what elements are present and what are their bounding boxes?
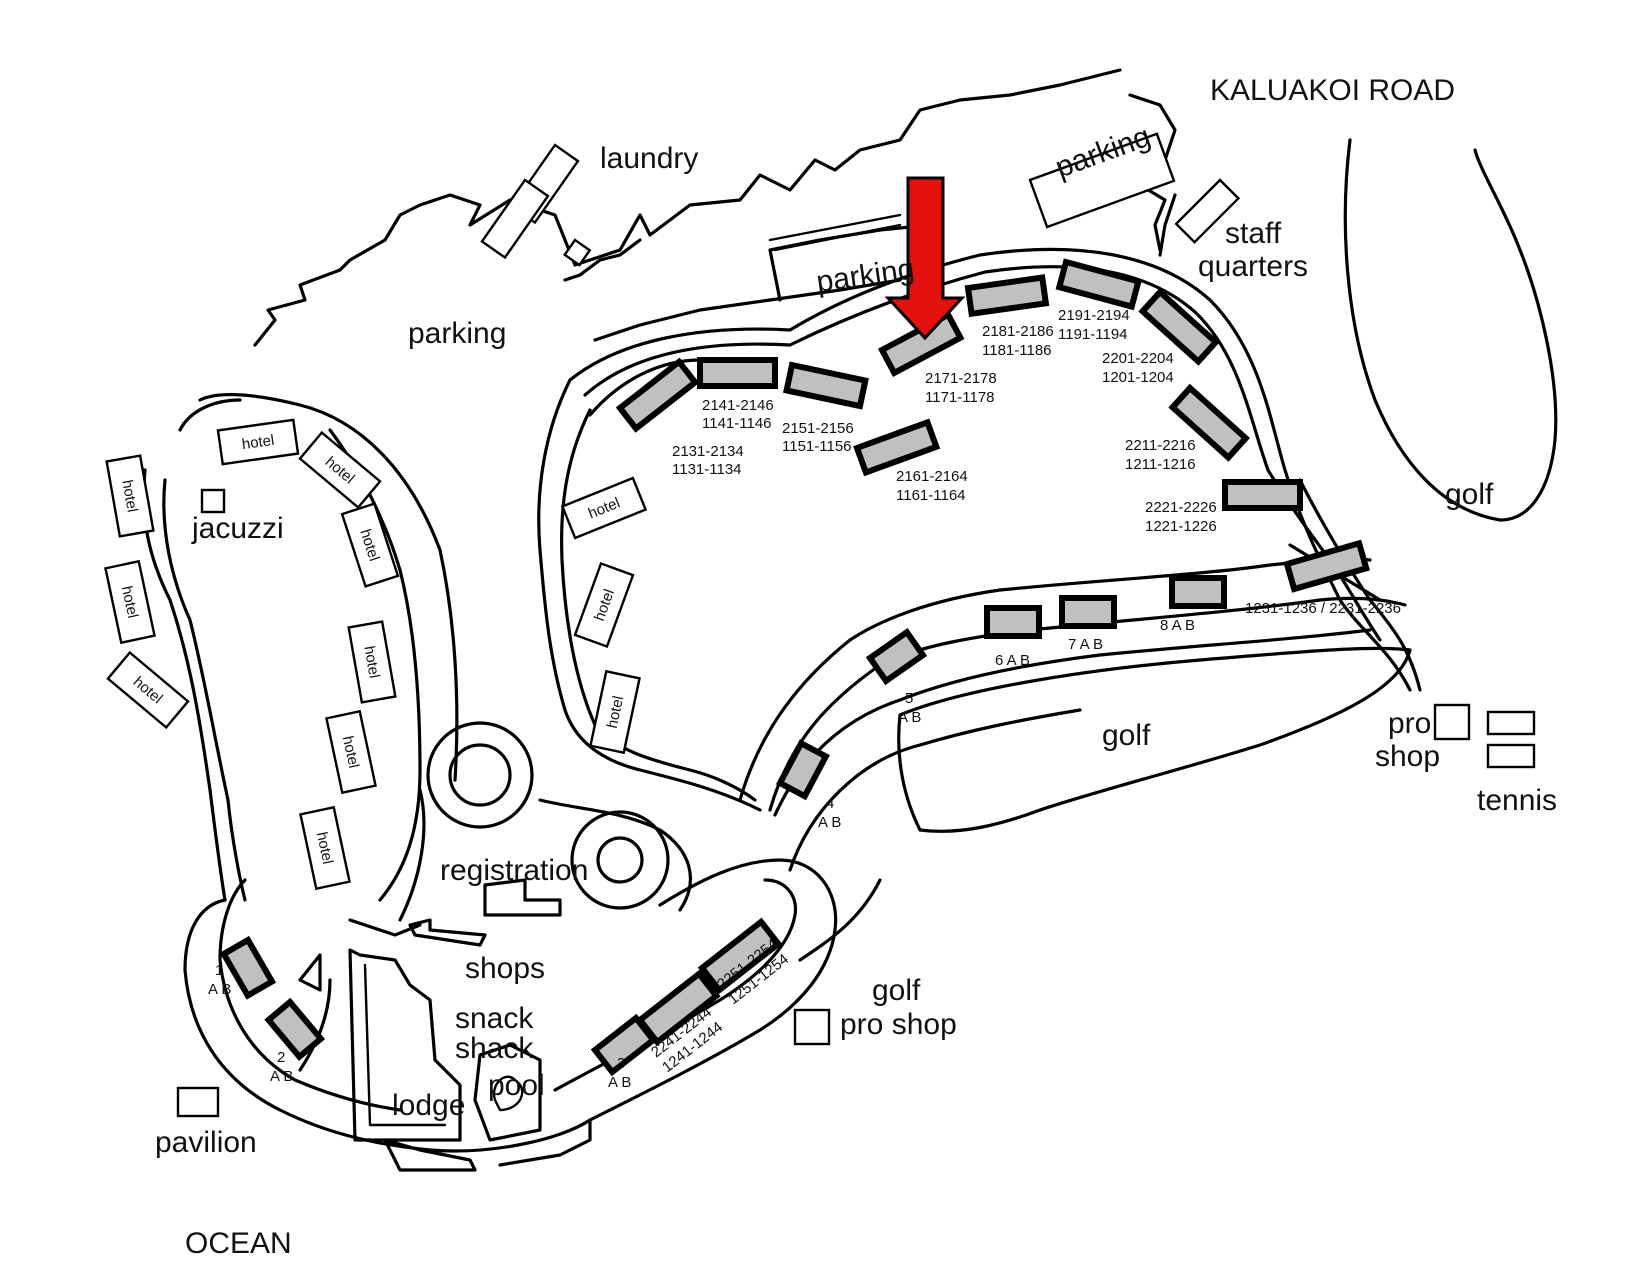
unit-label: 1201-1204 (1102, 369, 1174, 386)
parking-top-right-lot (1028, 132, 1176, 229)
tennis-label: tennis (1477, 784, 1557, 817)
unit-label: 2191-2194 (1058, 307, 1130, 324)
jacuzzi-label: jacuzzi (191, 512, 284, 545)
road-name: KALUAKOI ROAD (1210, 74, 1455, 107)
unit-label: A B (898, 709, 921, 726)
ocean-label: OCEAN (185, 1227, 292, 1260)
unit-label: 3 (617, 1055, 625, 1072)
unit-label: 2211-2216 (1125, 437, 1196, 454)
road-network (142, 68, 1558, 1172)
pro-label: pro (1388, 707, 1431, 740)
unit-label: A B (208, 981, 231, 998)
unit-label: 1221-1226 (1145, 518, 1217, 535)
golf-pro-shop-building (793, 1008, 831, 1046)
unit-label: 1211-1216 (1125, 456, 1196, 473)
unit-label: 1231-1236 / 2231-2236 (1245, 600, 1401, 617)
unit-label: 1191-1194 (1058, 326, 1128, 343)
golf-right-label: golf (1445, 478, 1494, 511)
location-arrow (884, 176, 966, 341)
quarters-label: quarters (1198, 250, 1308, 283)
unit-label: 7 A B (1068, 636, 1103, 653)
shop-label: shop (1375, 740, 1440, 773)
shack-label: shack (455, 1032, 534, 1065)
unit-label: 5 (905, 690, 913, 707)
unit-label: 2 (277, 1049, 285, 1066)
lodge-label: lodge (392, 1089, 465, 1122)
golf-center-label: golf (1102, 719, 1151, 752)
pool-label: pool (488, 1069, 545, 1102)
unit-label: A B (608, 1074, 631, 1091)
unit-label: 2221-2226 (1145, 499, 1217, 516)
unit-label: 2181-2186 (982, 323, 1054, 340)
unit-label: 2151-2156 (782, 420, 854, 437)
unit-label: 2141-2146 (702, 397, 774, 414)
staff-label: staff (1225, 217, 1282, 250)
unit-label: 8 A B (1160, 617, 1195, 634)
hotel-label: hotel (313, 830, 336, 865)
unit-label: 1 (215, 962, 223, 979)
golf-pro-shop-label-2: pro shop (840, 1008, 957, 1041)
laundry-label: laundry (600, 142, 698, 175)
unit-label: 4 (826, 795, 834, 812)
unit-label: 2201-2204 (1102, 350, 1174, 367)
registration-label: registration (440, 854, 588, 887)
golf-pro-shop-label-1: golf (872, 974, 921, 1007)
unit-label: 2171-2178 (925, 370, 997, 387)
unit-label: 6 A B (995, 652, 1030, 669)
hotel-buildings: hotel hotel hotel hotel hotel hotel hote… (104, 418, 648, 891)
unit-label: 1181-1186 (982, 342, 1052, 359)
hotel-label: hotel (339, 734, 362, 769)
shops-label: shops (465, 952, 545, 985)
hotel-label: hotel (118, 584, 141, 619)
unit-label: 1131-1134 (672, 461, 742, 478)
jacuzzi-building (200, 488, 226, 514)
laundry-buildings (480, 143, 592, 267)
unit-label: A B (270, 1068, 293, 1085)
hotel-label: hotel (241, 432, 276, 453)
unit-label: 2131-2134 (672, 443, 744, 460)
unit-label: 1141-1146 (702, 415, 772, 432)
pavilion-building (176, 1086, 220, 1118)
unit-label: 2161-2164 (896, 468, 968, 485)
unit-label: 1171-1178 (925, 389, 995, 406)
hotel-label: hotel (118, 479, 140, 514)
hotel-label: hotel (604, 694, 627, 729)
staff-quarters-building (1174, 178, 1241, 244)
parking-center-label: parking (814, 253, 916, 299)
unit-label: 1151-1156 (782, 438, 852, 455)
parking-left-label: parking (408, 317, 506, 350)
unit-label: A B (818, 814, 841, 831)
snack-label: snack (455, 1002, 534, 1035)
unit-label: 1161-1164 (896, 487, 966, 504)
hotel-label: hotel (360, 645, 382, 680)
condo-units (219, 258, 1370, 1077)
pavilion-label: pavilion (155, 1126, 257, 1159)
pro-shop-building (1433, 703, 1471, 741)
tennis-courts (1486, 710, 1536, 769)
